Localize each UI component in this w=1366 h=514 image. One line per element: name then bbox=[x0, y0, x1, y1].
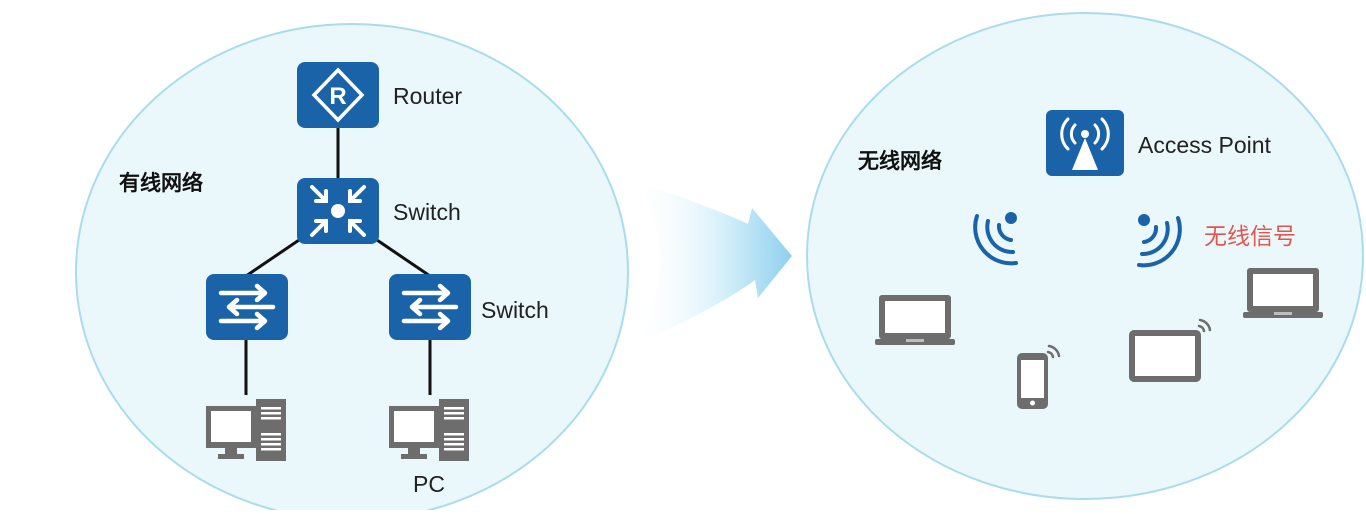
router-label: Router bbox=[393, 83, 462, 109]
laptop-right-icon bbox=[1243, 268, 1323, 318]
core-switch-icon bbox=[297, 178, 379, 244]
access-point-icon bbox=[1046, 110, 1124, 176]
access-switch-right-icon bbox=[389, 274, 471, 340]
transition-arrow bbox=[638, 182, 792, 343]
wireless-network-region bbox=[806, 12, 1364, 500]
network-links bbox=[244, 128, 432, 395]
link-core-access-left bbox=[245, 236, 303, 278]
access-point-label: Access Point bbox=[1138, 132, 1272, 158]
router-icon: R bbox=[297, 62, 379, 128]
access-switch-left-icon bbox=[206, 274, 288, 340]
access-switch-label: Switch bbox=[481, 297, 549, 323]
wifi-signal-right-icon bbox=[1137, 214, 1182, 268]
smartphone-icon bbox=[1017, 344, 1061, 409]
laptop-left-icon bbox=[875, 295, 955, 345]
core-switch-label: Switch bbox=[393, 199, 461, 225]
tablet-icon bbox=[1129, 318, 1212, 382]
wireless-signal-label: 无线信号 bbox=[1204, 223, 1296, 249]
svg-text:R: R bbox=[329, 83, 346, 110]
pc-label: PC bbox=[413, 471, 445, 497]
wifi-signal-left-icon bbox=[973, 212, 1018, 266]
link-core-access-right bbox=[373, 236, 431, 278]
wired-network-title: 有线网络 bbox=[119, 171, 203, 195]
wireless-network-title: 无线网络 bbox=[858, 149, 942, 173]
wired-network-region bbox=[75, 23, 629, 514]
